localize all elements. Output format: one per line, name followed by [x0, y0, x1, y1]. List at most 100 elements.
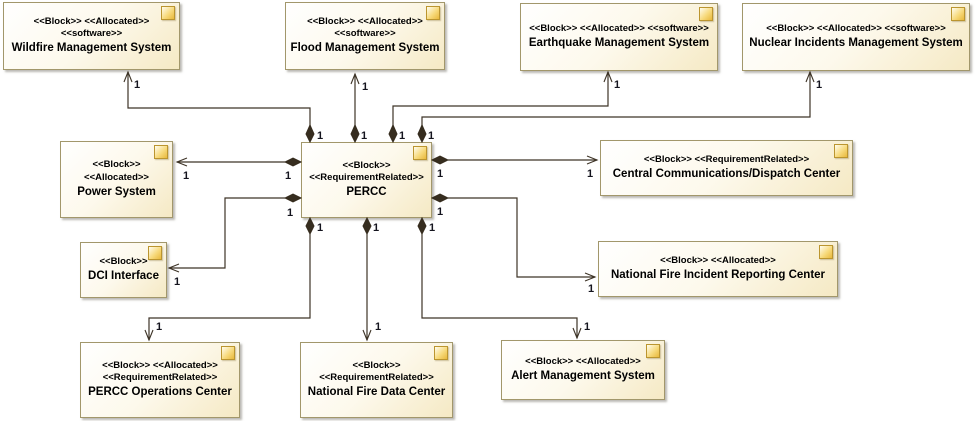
connection-percc-flood[interactable]: 1 1: [350, 72, 368, 144]
block-wildfire-management-system[interactable]: <<Block>> <<Allocated>> <<software>> Wil…: [3, 2, 180, 70]
connection-percc-earthquake[interactable]: 1 1: [388, 70, 620, 144]
composition-diamond-icon: [350, 123, 360, 144]
block-icon: [834, 144, 848, 158]
block-name: Nuclear Incidents Management System: [749, 37, 963, 50]
block-stereotype: <<Allocated>>: [84, 171, 149, 183]
block-stereotype: <<Block>> <<Allocated>>: [33, 15, 150, 27]
open-arrow-icon: [175, 157, 188, 167]
multiplicity-label: 1: [399, 130, 405, 142]
connection-percc-dci-interface[interactable]: 1 1: [167, 193, 303, 288]
composition-diamond-icon: [417, 123, 427, 144]
open-arrow-icon: [144, 329, 154, 342]
block-percc-operations-center[interactable]: <<Block>> <<Allocated>> <<RequirementRel…: [80, 342, 240, 418]
composition-diamond-icon: [417, 216, 427, 236]
connection-percc-alert-management-system[interactable]: 1 1: [417, 216, 590, 340]
block-stereotype: <<Block>>: [352, 359, 401, 371]
block-stereotype: <<Block>> <<RequirementRelated>>: [643, 153, 810, 165]
edge-line: [169, 197, 285, 269]
composition-diamond-icon: [305, 216, 315, 236]
block-stereotype: <<Block>> <<Allocated>>: [307, 15, 423, 27]
block-alert-management-system[interactable]: <<Block>> <<Allocated>> Alert Management…: [501, 340, 665, 400]
composition-diamond-icon: [283, 193, 303, 203]
block-stereotype: <<Block>> <<Allocated>> <<software>>: [766, 22, 946, 34]
block-name: Earthquake Management System: [528, 37, 710, 50]
block-icon: [154, 145, 168, 159]
open-arrow-icon: [350, 72, 360, 85]
connection-percc-wildfire[interactable]: 1 1: [123, 70, 323, 144]
block-name: Wildfire Management System: [11, 42, 172, 55]
multiplicity-label: 1: [362, 81, 368, 93]
composition-diamond-icon: [362, 216, 372, 236]
composition-diamond-icon: [283, 157, 303, 167]
block-icon: [161, 6, 175, 20]
edge-line: [127, 72, 311, 126]
block-stereotype: <<Block>>: [342, 159, 391, 171]
edge-line: [448, 197, 595, 278]
multiplicity-label: 1: [588, 283, 594, 295]
open-arrow-icon: [805, 70, 815, 83]
connection-percc-national-fire-data-center[interactable]: 1 1: [362, 216, 381, 342]
block-stereotype: <<software>>: [60, 28, 123, 40]
block-stereotype: <<software>>: [334, 28, 396, 40]
multiplicity-label: 1: [587, 168, 593, 180]
connection-percc-nfirc[interactable]: 1 1: [430, 193, 597, 295]
block-stereotype: <<Block>> <<Allocated>>: [525, 355, 641, 367]
connection-percc-power-system[interactable]: 1 1: [175, 157, 303, 182]
block-icon: [646, 344, 660, 358]
block-icon: [434, 346, 448, 360]
multiplicity-label: 1: [584, 321, 590, 333]
block-name: Central Communications/Dispatch Center: [612, 168, 841, 181]
open-arrow-icon: [362, 329, 372, 342]
block-stereotype: <<RequirementRelated>>: [102, 372, 218, 384]
block-name: PERCC: [346, 186, 387, 199]
block-earthquake-management-system[interactable]: <<Block>> <<Allocated>> <<software>> Ear…: [520, 3, 718, 71]
block-icon: [819, 245, 833, 259]
block-flood-management-system[interactable]: <<Block>> <<Allocated>> <<software>> Flo…: [285, 2, 445, 70]
block-icon: [148, 246, 162, 260]
block-stereotype: <<Block>> <<Allocated>>: [660, 254, 776, 266]
multiplicity-label: 1: [134, 79, 140, 91]
block-central-communications-dispatch-center[interactable]: <<Block>> <<RequirementRelated>> Central…: [600, 140, 853, 196]
block-stereotype: <<Block>> <<Allocated>> <<software>>: [529, 22, 709, 34]
multiplicity-label: 1: [317, 222, 323, 234]
block-name: Alert Management System: [511, 370, 655, 383]
open-arrow-icon: [167, 263, 180, 273]
block-name: DCI Interface: [88, 270, 159, 283]
block-national-fire-data-center[interactable]: <<Block>> <<RequirementRelated>> Nationa…: [300, 342, 453, 418]
composition-diamond-icon: [388, 123, 398, 144]
block-icon: [413, 146, 427, 160]
edge-line: [421, 72, 811, 126]
multiplicity-label: 1: [285, 170, 291, 182]
open-arrow-icon: [123, 70, 133, 83]
edge-line: [421, 234, 578, 338]
block-name: Power System: [77, 185, 156, 198]
block-power-system[interactable]: <<Block>> <<Allocated>> Power System: [60, 141, 173, 218]
block-stereotype: <<Block>>: [92, 159, 141, 171]
block-national-fire-incident-reporting-center[interactable]: <<Block>> <<Allocated>> National Fire In…: [598, 241, 838, 297]
block-name: National Fire Data Center: [307, 386, 446, 399]
connection-percc-nuclear[interactable]: 1 1: [417, 70, 822, 144]
open-arrow-icon: [603, 70, 613, 83]
composition-diamond-icon: [305, 123, 315, 144]
multiplicity-label: 1: [816, 79, 822, 91]
multiplicity-label: 1: [174, 276, 180, 288]
block-name: PERCC Operations Center: [88, 386, 232, 399]
edge-line: [148, 234, 311, 340]
multiplicity-label: 1: [375, 321, 381, 333]
connection-percc-operations-center[interactable]: 1 1: [144, 216, 323, 342]
block-name: Flood Management System: [290, 42, 440, 55]
block-percc[interactable]: <<Block>> <<RequirementRelated>> PERCC: [301, 142, 432, 218]
multiplicity-label: 1: [317, 130, 323, 142]
block-nuclear-incidents-management-system[interactable]: <<Block>> <<Allocated>> <<software>> Nuc…: [742, 3, 970, 71]
block-icon: [221, 346, 235, 360]
multiplicity-label: 1: [437, 168, 443, 180]
multiplicity-label: 1: [614, 79, 620, 91]
connection-percc-central-dispatch[interactable]: 1 1: [430, 155, 599, 180]
block-stereotype: <<Block>>: [99, 255, 148, 267]
block-dci-interface[interactable]: <<Block>> DCI Interface: [80, 242, 167, 298]
edge-line: [392, 72, 609, 126]
open-arrow-icon: [572, 327, 582, 340]
open-arrow-icon: [584, 272, 597, 282]
